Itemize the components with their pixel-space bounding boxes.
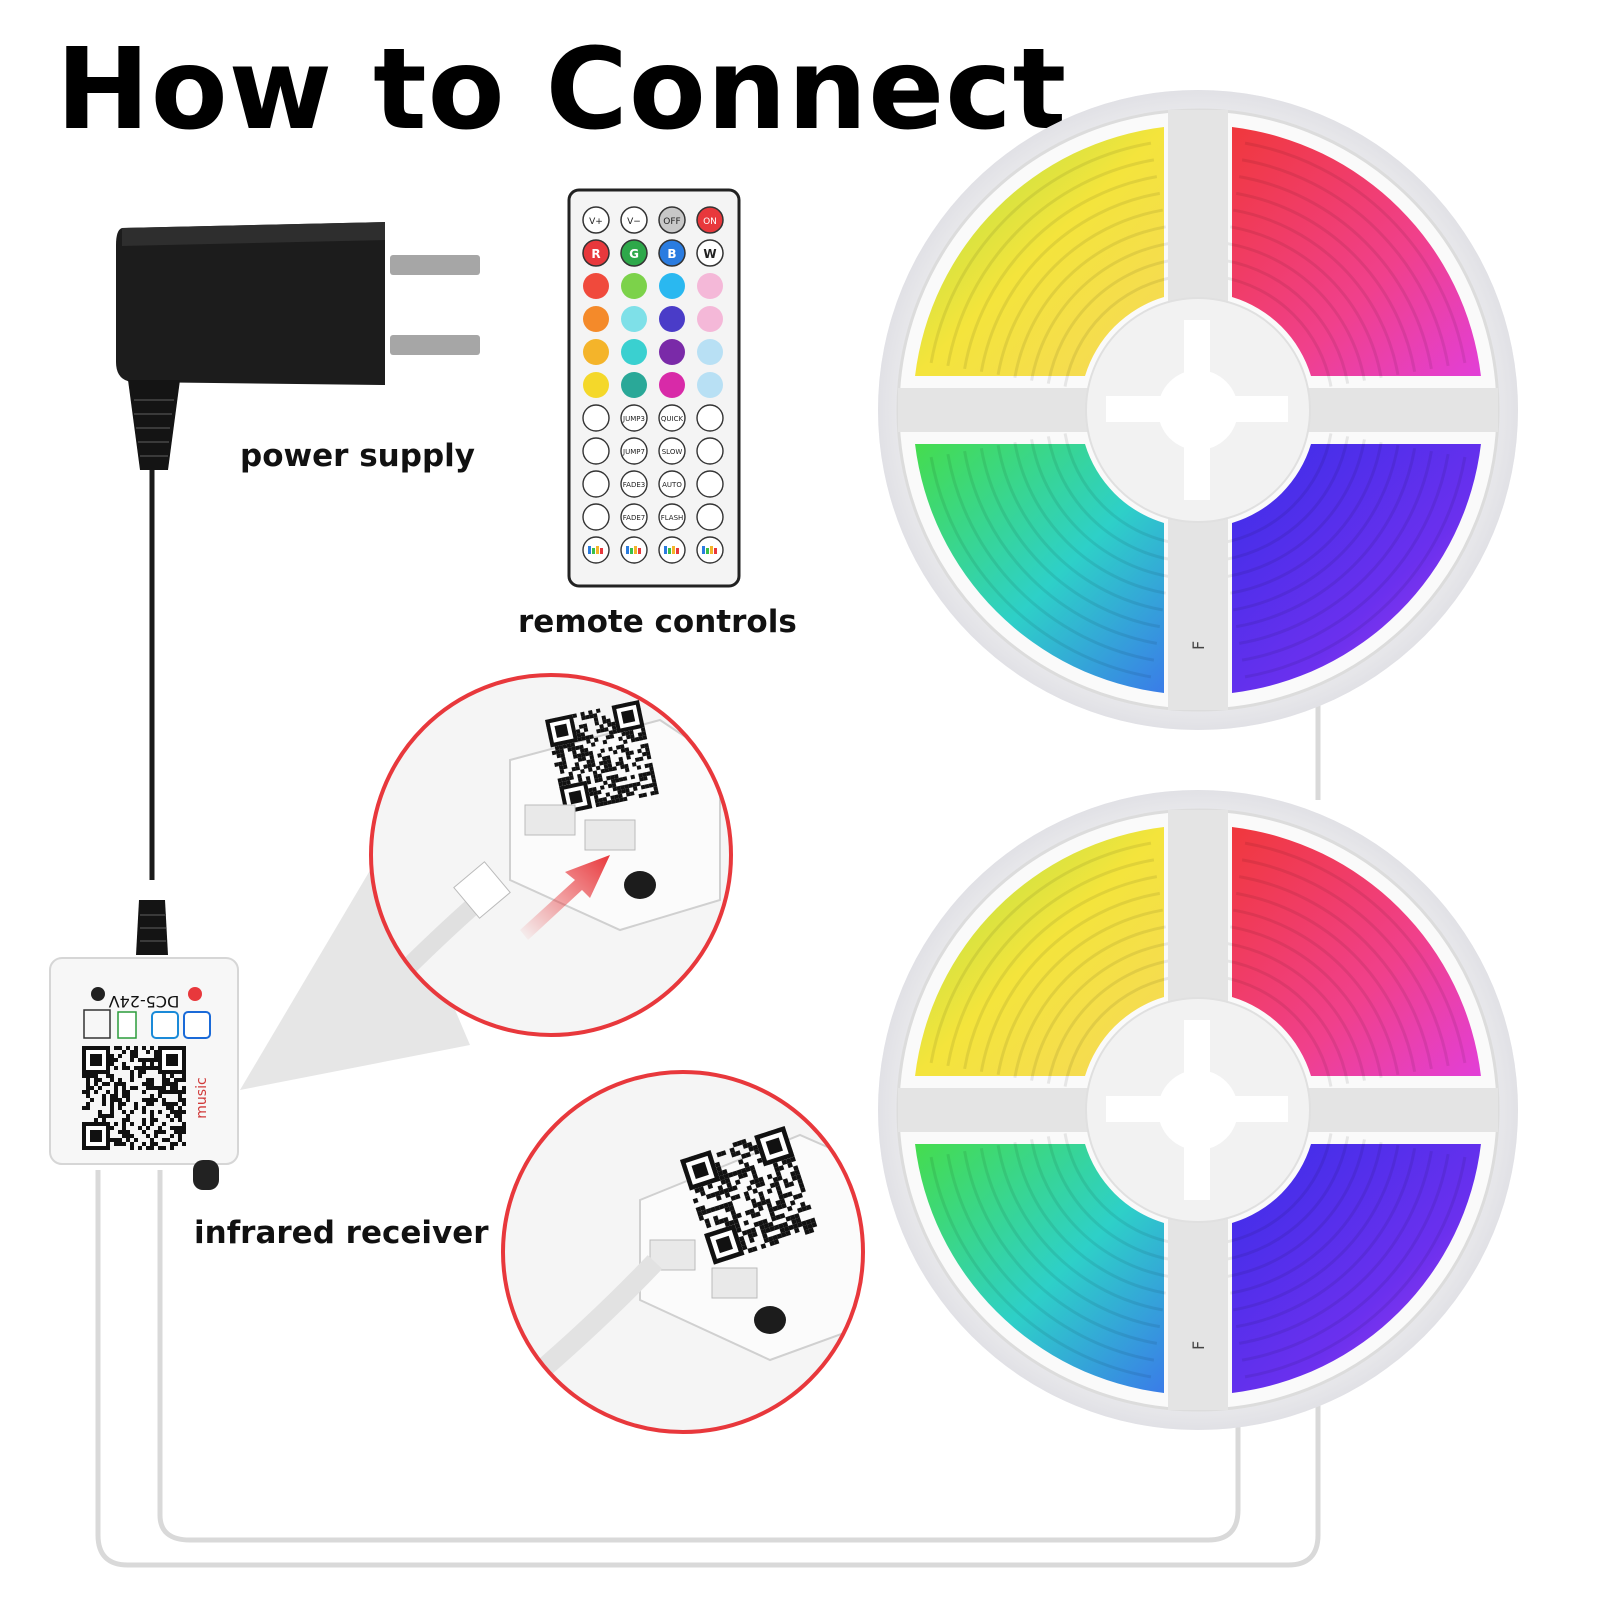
- remote-mode-label: QUICK: [661, 415, 684, 423]
- remote-key: [696, 437, 724, 465]
- remote-color-key: [697, 273, 723, 299]
- remote-color-key: [659, 372, 685, 398]
- remote-key: [658, 470, 686, 498]
- page-title: How to Connect: [56, 25, 1068, 155]
- led-glow-segment: [1232, 444, 1481, 693]
- remote-key: [620, 437, 648, 465]
- remote-key: [582, 404, 610, 432]
- power-adapter-icon: [116, 222, 480, 955]
- remote-color-key: [621, 339, 647, 365]
- remote-color-key: [583, 372, 609, 398]
- led-glow-segment: [1232, 1144, 1481, 1393]
- remote-key-label: OFF: [663, 217, 680, 227]
- led-strip-reel-bottom: F: [878, 790, 1518, 1430]
- remote-key-label: R: [591, 247, 600, 261]
- remote-key: [582, 503, 610, 531]
- remote-color-key: [697, 306, 723, 332]
- led-glow-segment: [1232, 127, 1481, 376]
- remote-key: [696, 470, 724, 498]
- remote-key-label: W: [703, 247, 716, 261]
- remote-key: [658, 404, 686, 432]
- remote-key-label: G: [629, 247, 639, 261]
- qr-code-icon: [82, 1046, 186, 1150]
- remote-key: [696, 503, 724, 531]
- remote-key: [582, 470, 610, 498]
- remote-color-key: [583, 339, 609, 365]
- remote-mode-label: SLOW: [662, 448, 683, 456]
- remote-mode-label: AUTO: [662, 481, 682, 489]
- remote-key-label: B: [667, 247, 676, 261]
- remote-key: [582, 239, 610, 267]
- connected-zoom-callout: [501, 1070, 865, 1434]
- remote-key: [582, 206, 610, 234]
- remote-controls-label: remote controls: [518, 604, 797, 640]
- remote-key: [620, 206, 648, 234]
- remote-key: [620, 239, 648, 267]
- led-glow-segment: [1232, 827, 1481, 1076]
- remote-mode-label: JUMP3: [622, 415, 645, 423]
- reel-marking: F: [1189, 1341, 1208, 1350]
- reel-marking: F: [1189, 641, 1208, 650]
- voltage-rating: DC5-24V: [109, 992, 180, 1011]
- remote-color-key: [659, 306, 685, 332]
- remote-key-label: V+: [589, 217, 603, 227]
- remote-key: [658, 437, 686, 465]
- remote-color-key: [659, 339, 685, 365]
- remote-color-key: [621, 273, 647, 299]
- remote-color-key: [697, 339, 723, 365]
- led-glow-segment: [915, 827, 1164, 1076]
- remote-key: [582, 437, 610, 465]
- remote-key: [620, 503, 648, 531]
- remote-key-label: ON: [703, 217, 717, 227]
- zoom-funnel: [240, 845, 470, 1090]
- rohs-icon: [117, 1011, 137, 1039]
- music-label: music: [194, 1077, 210, 1118]
- remote-mode-label: FADE3: [623, 481, 645, 489]
- fc-icon: [183, 1011, 211, 1039]
- infrared-receiver-label: infrared receiver: [194, 1215, 489, 1251]
- remote-key: [620, 404, 648, 432]
- remote-key: [696, 239, 724, 267]
- remote-color-key: [621, 372, 647, 398]
- remote-color-key: [583, 306, 609, 332]
- remote-color-key: [659, 273, 685, 299]
- remote-key: [696, 206, 724, 234]
- remote-key-label: V−: [627, 217, 641, 227]
- bluetooth-controller: DC5-24V music: [49, 957, 239, 1190]
- remote-mode-label: JUMP7: [622, 448, 645, 456]
- remote-color-key: [583, 273, 609, 299]
- led-cables: [95, 700, 1321, 1568]
- remote-key: [696, 404, 724, 432]
- remote-control-icon: V+ V− OFF ON R G B W JUMP3 QUICK JUMP7 SLOW FADE3 AUT…: [567, 188, 741, 588]
- led-glow-segment: [915, 127, 1164, 376]
- remote-color-key: [697, 372, 723, 398]
- remote-key: [658, 503, 686, 531]
- led-strip-reel-top: F: [878, 90, 1518, 730]
- remote-color-key: [621, 306, 647, 332]
- ce-icon: [151, 1011, 179, 1039]
- led-glow-segment: [915, 1144, 1164, 1393]
- remote-mode-label: FLASH: [661, 514, 684, 522]
- remote-mode-label: FADE7: [623, 514, 645, 522]
- connector-zoom-callout: [369, 673, 733, 1037]
- weee-bin-icon: [83, 1009, 111, 1039]
- power-supply-label: power supply: [240, 438, 475, 474]
- remote-key: [620, 470, 648, 498]
- remote-key: [658, 239, 686, 267]
- led-glow-segment: [915, 444, 1164, 693]
- remote-key: [658, 206, 686, 234]
